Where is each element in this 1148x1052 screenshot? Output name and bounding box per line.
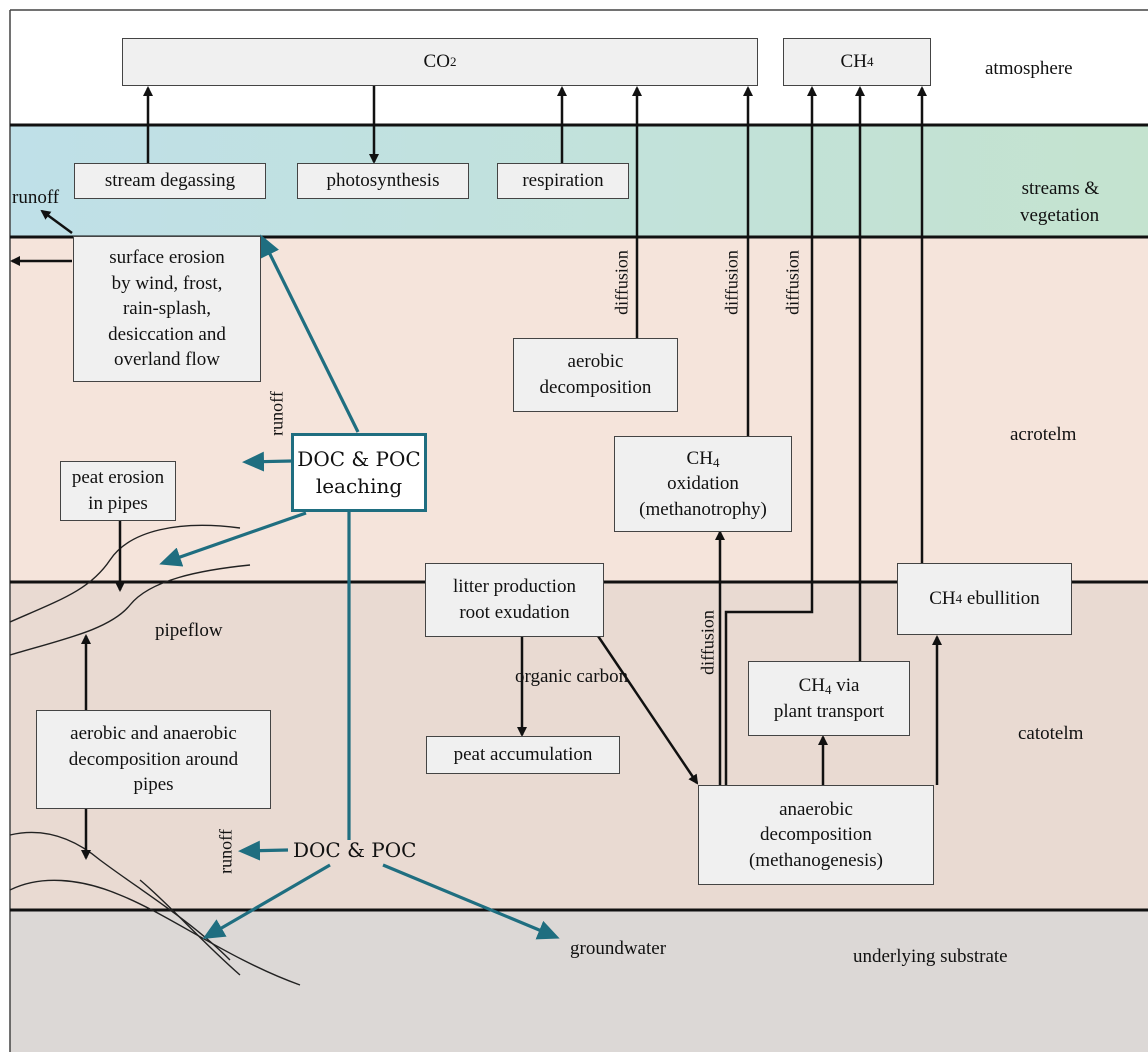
organic-carbon-label: organic carbon	[515, 666, 629, 687]
ch4-oxidation-box: CH4 oxidation (methanotrophy)	[614, 436, 792, 532]
stream-degassing-box: stream degassing	[74, 163, 266, 199]
respiration-box: respiration	[497, 163, 629, 199]
diffusion-label-catotelm: diffusion	[697, 610, 718, 675]
diffusion-label-1: diffusion	[611, 250, 632, 315]
runoff-label-stream: runoff	[12, 187, 60, 208]
peat-erosion-pipes-box: peat erosion in pipes	[60, 461, 176, 521]
photosynthesis-box: photosynthesis	[297, 163, 469, 199]
surface-erosion-box: surface erosion by wind, frost, rain-spl…	[73, 236, 261, 382]
ch4-plant-text: via	[831, 674, 860, 696]
streams-layer-label: streams & vegetation	[1020, 178, 1100, 226]
ch4-subscript: 4	[866, 54, 874, 70]
acrotelm-layer-label: acrotelm	[1010, 424, 1077, 445]
doc-poc-leaching-box: DOC & POC leaching	[291, 433, 427, 512]
diffusion-label-3: diffusion	[782, 250, 803, 315]
ch4-plant-prefix: CH	[798, 674, 825, 696]
atmosphere-layer-label: atmosphere	[985, 58, 1073, 79]
diffusion-label-2: diffusion	[721, 250, 742, 315]
ch4-ebullition-text: ebullition	[962, 588, 1040, 610]
groundwater-label: groundwater	[570, 938, 667, 959]
pipeflow-label: pipeflow	[155, 620, 223, 641]
teal-arrow-to-groundwater	[382, 863, 560, 940]
aerobic-decomposition-box: aerobic decomposition	[513, 338, 678, 412]
ch4-oxidation-text: oxidation (methanotrophy)	[639, 473, 767, 520]
teal-arrow-runoff-acrotelm	[242, 451, 293, 472]
anaerobic-decomposition-box: anaerobic decomposition (methanogenesis)	[698, 785, 934, 885]
ch4-ebullition-prefix: CH	[929, 588, 956, 610]
runoff-label-acrotelm: runoff	[266, 391, 287, 436]
ch4-oxidation-subscript: 4	[712, 454, 720, 470]
substrate-layer-label: underlying substrate	[853, 946, 1008, 967]
arrow-litter-to-anaerobic	[596, 635, 699, 785]
ch4-oxidation-prefix: CH	[686, 447, 713, 469]
aerobic-anaerobic-pipes-box: aerobic and anaerobic decomposition arou…	[36, 710, 271, 809]
ch4-plant-subscript: 4	[824, 681, 832, 697]
ch4-plant-line2: plant transport	[773, 700, 885, 722]
teal-arrow-to-surface-erosion	[260, 234, 360, 433]
ch4-plant-transport-box: CH4 via plant transport	[748, 661, 910, 736]
arrow-runoff-stream	[40, 209, 73, 235]
teal-arrow-to-lower-pipe	[202, 863, 331, 940]
teal-arrow-runoff-catotelm	[238, 840, 289, 861]
ch4-label: CH	[840, 51, 867, 73]
litter-production-box: litter production root exudation	[425, 563, 604, 637]
catotelm-layer-label: catotelm	[1018, 723, 1084, 744]
ch4-ebullition-subscript: 4	[955, 591, 963, 607]
co2-subscript: 2	[449, 54, 457, 70]
teal-arrow-to-pipe	[159, 511, 307, 567]
runoff-label-catotelm: runoff	[215, 829, 236, 874]
doc-poc-label: DOC & POC	[293, 838, 417, 862]
peat-accumulation-box: peat accumulation	[426, 736, 620, 774]
co2-label: CO	[423, 51, 450, 73]
arrow-catotelm-diffusion-ch4	[724, 86, 817, 785]
peat-pipe-lines	[9, 524, 301, 986]
substrate-band	[10, 910, 1148, 1052]
